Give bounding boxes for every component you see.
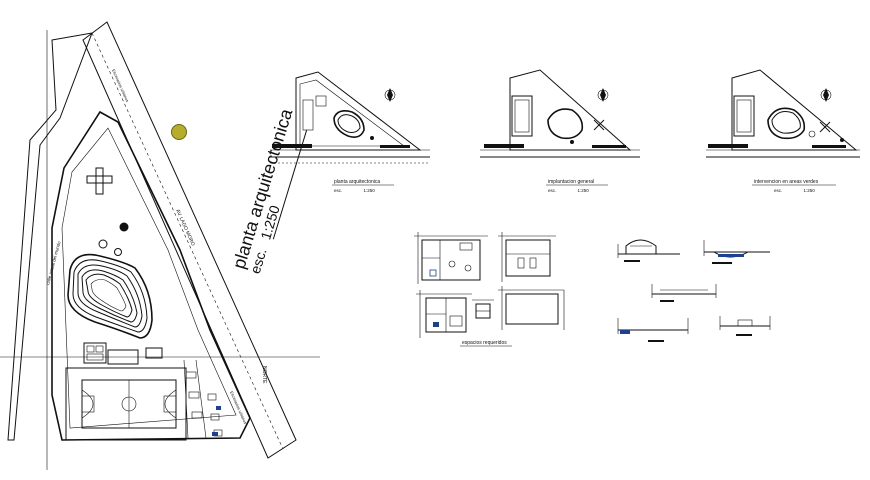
left-road bbox=[7, 32, 93, 441]
thumbnail-1-scale-value: 1:250 bbox=[364, 188, 376, 193]
rooms-group-label: espacios requeridos bbox=[462, 340, 507, 346]
plaza-outline bbox=[65, 367, 187, 441]
cross-icon bbox=[86, 167, 113, 195]
thumbnail-1-scale: esc. 1:250 bbox=[334, 188, 375, 193]
required-spaces-plans: espacios requeridos bbox=[414, 232, 565, 347]
building-block-3 bbox=[145, 347, 163, 359]
section-4 bbox=[617, 318, 689, 342]
section-3 bbox=[651, 284, 717, 302]
thumbnail-1-title: planta arquitectonica bbox=[334, 179, 380, 185]
tree-dot-icon bbox=[119, 222, 129, 232]
floor-plan-e bbox=[498, 286, 565, 330]
floor-plan-c bbox=[416, 290, 472, 338]
section-2 bbox=[703, 240, 770, 264]
thumbnail-2: implantacion general esc. 1:250 bbox=[480, 69, 640, 193]
scale-underline bbox=[272, 130, 308, 240]
street-centerline bbox=[91, 32, 284, 450]
floor-plan-a bbox=[414, 232, 488, 284]
basketball-court bbox=[81, 379, 177, 429]
main-scale-prefix: esc. bbox=[247, 246, 270, 275]
thumbnail-2-title: implantacion general bbox=[548, 179, 594, 185]
street-label-upper: Escenarios urbanos bbox=[111, 68, 130, 102]
thumbnail-3-scale-prefix: esc. bbox=[774, 188, 782, 193]
amphitheatre bbox=[67, 253, 153, 339]
north-arrow-icon-2 bbox=[597, 88, 609, 102]
thumbnail-1: planta arquitectonica esc. 1:250 bbox=[270, 71, 430, 193]
street-label-avenue: AV. LAGO MORO bbox=[174, 208, 196, 247]
floor-plan-b bbox=[498, 232, 556, 282]
building-block-2 bbox=[107, 349, 139, 365]
main-site-plan: Escenarios urbanos AV. LAGO MORO calle a… bbox=[0, 21, 320, 470]
section-5 bbox=[719, 316, 771, 336]
north-arrow-icon bbox=[384, 88, 396, 102]
thumbnail-1-scale-prefix: esc. bbox=[334, 188, 342, 193]
thumbnail-3-scale: esc. 1:250 bbox=[774, 188, 815, 193]
parking-stripes bbox=[183, 359, 223, 439]
thumbnail-3-scale-value: 1:250 bbox=[804, 188, 816, 193]
tree-icon bbox=[98, 239, 108, 249]
site-sections bbox=[617, 239, 771, 342]
thumbnail-2-scale-value: 1:250 bbox=[578, 188, 590, 193]
site-marker-icon bbox=[171, 124, 187, 140]
thumbnail-3-title: intervencion en areas verdes bbox=[754, 179, 819, 185]
floor-plan-d bbox=[472, 299, 494, 319]
north-label: NORTE bbox=[261, 366, 267, 384]
inner-boundary bbox=[61, 127, 237, 429]
thumbnail-2-scale-prefix: esc. bbox=[548, 188, 556, 193]
section-1 bbox=[617, 239, 680, 262]
building-block bbox=[83, 342, 107, 364]
thumbnail-3: intervencion en areas verdes esc. 1:250 bbox=[706, 69, 860, 193]
thumbnail-2-scale: esc. 1:250 bbox=[548, 188, 589, 193]
blue-marker-2 bbox=[212, 432, 218, 436]
tree-icon-2 bbox=[114, 248, 122, 256]
main-title-group: planta arquitectonica esc. 1:250 bbox=[229, 106, 308, 276]
north-arrow-icon-3 bbox=[820, 88, 832, 102]
street-label-cross: calle actual del mundo bbox=[45, 240, 62, 285]
site-boundary bbox=[51, 110, 251, 441]
blue-marker bbox=[216, 406, 221, 410]
